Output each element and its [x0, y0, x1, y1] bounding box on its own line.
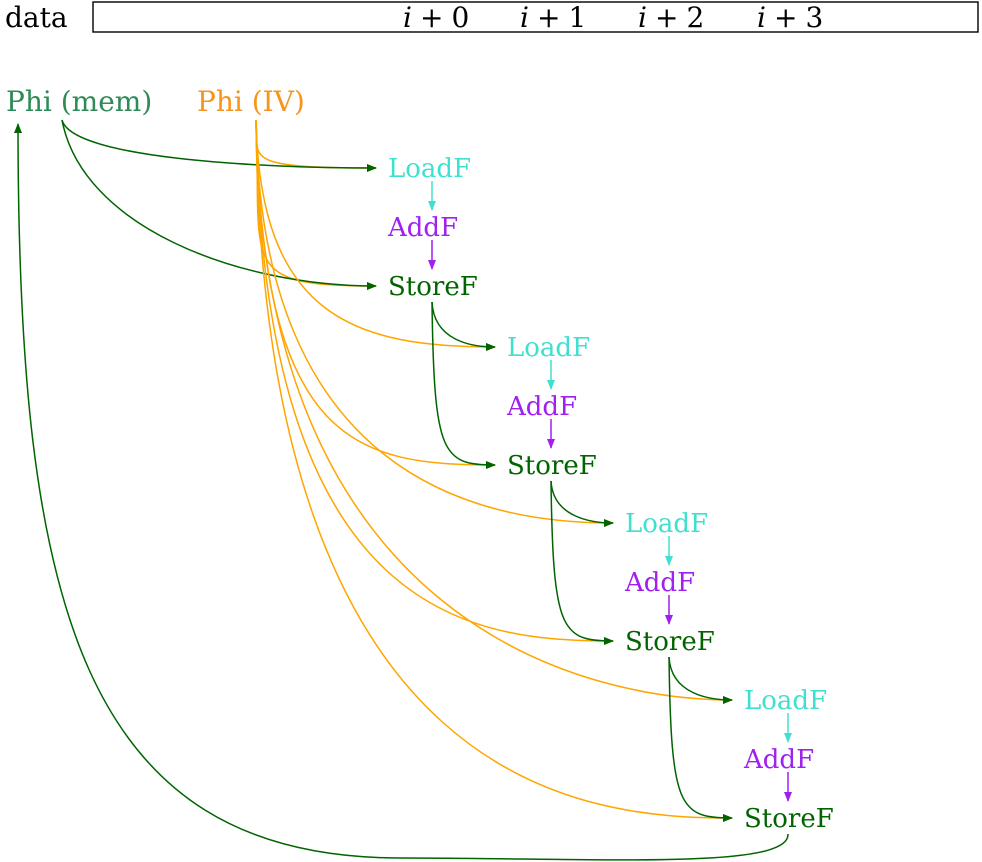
iv-to-load-edge-0 — [255, 119, 377, 172]
iv-to-load-edge-2 — [255, 119, 614, 527]
add-node-1: AddF — [506, 392, 577, 422]
plus-op: + — [774, 1, 797, 34]
offset-num: 1 — [568, 1, 586, 34]
iv-to-load-edge-1 — [255, 119, 496, 351]
data-cell-label: i+2 — [638, 1, 704, 34]
add-node-3: AddF — [743, 745, 814, 775]
phi-iv-node: Phi (IV) — [197, 85, 305, 118]
data-cell-label: i+0 — [403, 1, 469, 34]
load-node-2: LoadF — [625, 509, 708, 539]
store-to-store-edge-1 — [431, 301, 496, 469]
store-to-load-edge-1 — [431, 301, 496, 351]
data-cell-label: i+1 — [520, 1, 586, 34]
store-node-2: StoreF — [625, 627, 715, 657]
add-node-2: AddF — [624, 568, 695, 598]
data-cell-label: i+3 — [757, 1, 823, 34]
iv-to-load-edge-3 — [255, 119, 733, 704]
plus-op: + — [537, 1, 560, 34]
plus-op: + — [655, 1, 678, 34]
offset-num: 3 — [805, 1, 823, 34]
phi-mem-node: Phi (mem) — [6, 85, 152, 118]
iv-to-store-edge-0 — [255, 119, 377, 290]
load-node-0: LoadF — [388, 154, 471, 184]
store-to-store-edge-2 — [550, 480, 614, 645]
store-node-1: StoreF — [507, 451, 597, 481]
store-node-3: StoreF — [744, 804, 834, 834]
iv-to-store-edge-3 — [255, 119, 733, 822]
index-var: i — [520, 1, 529, 34]
store-to-load-edge-2 — [550, 480, 614, 527]
store-node-0: StoreF — [388, 272, 478, 302]
data-array-box — [92, 1, 979, 33]
index-var: i — [638, 1, 647, 34]
offset-num: 0 — [451, 1, 469, 34]
load-node-3: LoadF — [744, 686, 827, 716]
store-to-phi-mem-back-edge — [14, 123, 789, 861]
add-node-0: AddF — [387, 213, 458, 243]
op-nodes: LoadF AddF StoreF LoadF AddF StoreF LoadF AddF S… — [387, 154, 834, 834]
index-var: i — [403, 1, 412, 34]
edges — [14, 119, 792, 861]
iv-to-store-edge-2 — [255, 119, 614, 645]
load-node-1: LoadF — [507, 333, 590, 363]
offset-num: 2 — [686, 1, 704, 34]
mem-to-store-edge-0 — [61, 119, 377, 290]
index-var: i — [757, 1, 766, 34]
plus-op: + — [420, 1, 443, 34]
store-to-store-edge-3 — [668, 656, 733, 822]
store-to-load-edge-3 — [668, 656, 733, 704]
data-row-label: data — [5, 1, 68, 34]
mem-to-load-edge-0 — [61, 119, 377, 172]
